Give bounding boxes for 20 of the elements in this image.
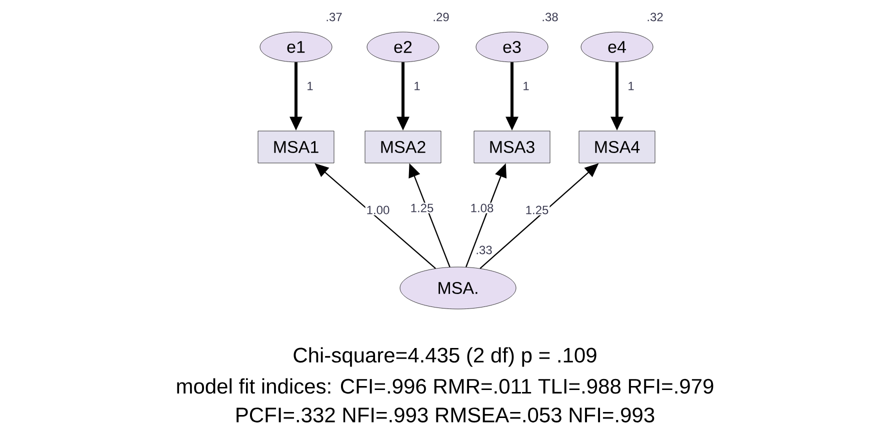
edge-label: 1.25 <box>524 204 550 216</box>
variance-label: .33 <box>474 244 494 256</box>
fit-statistics: Chi-square=4.435 (2 df) p = .109 <box>294 347 596 367</box>
edge-label: 1 <box>306 80 314 92</box>
fit-statistics: model fit indices: CFI=.996 RMR=.011 TLI=.988 RFI=.979 <box>177 378 714 394</box>
variance-label: .37 <box>324 12 344 22</box>
fit-statistics: PCFI=.332 NFI=.993 RMSEA=.053 NFI=.993 <box>236 408 654 422</box>
variable-box: MSA2 <box>364 130 442 164</box>
edge-label: 1.00 <box>365 204 391 216</box>
variance-label: .32 <box>646 12 664 22</box>
edge-label: 1 <box>412 80 422 92</box>
edge-label: 1.25 <box>409 202 435 214</box>
variance-label: .29 <box>432 12 450 22</box>
edge-label: 1 <box>522 80 530 92</box>
edge-label: 1 <box>626 80 636 92</box>
edge-label: 1.08 <box>469 202 495 214</box>
variable-box: MSA3 <box>474 130 550 164</box>
variable-box: MSA4 <box>578 130 656 164</box>
variable-box: MSA1 <box>258 130 334 164</box>
variance-label: .38 <box>540 12 560 22</box>
